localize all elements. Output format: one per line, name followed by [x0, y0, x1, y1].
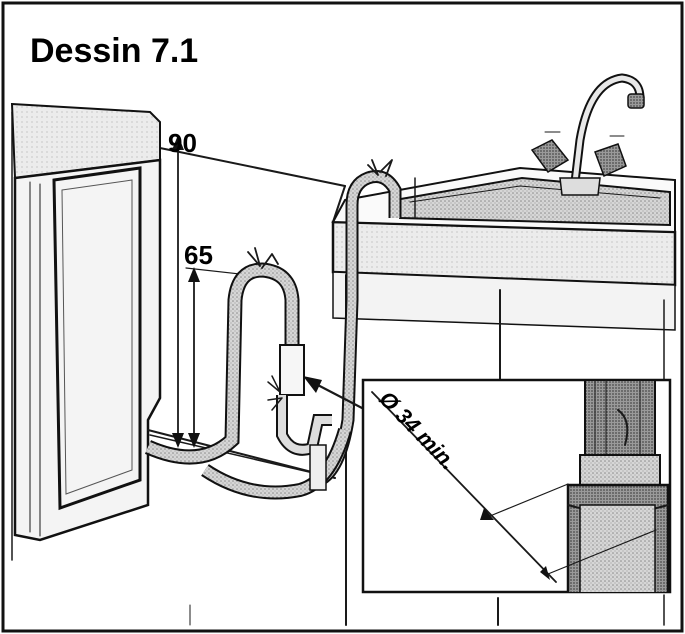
- height-label-90: 90: [168, 128, 197, 158]
- faucet: [530, 73, 645, 196]
- height-label-65: 65: [184, 240, 213, 270]
- sink-cabinet: [331, 185, 677, 626]
- detail-inset: Ø 34 min.: [361, 378, 672, 594]
- drain-trap: [267, 344, 332, 491]
- height-dimension-90: [172, 135, 184, 448]
- figure-title: Dessin 7.1: [30, 32, 198, 70]
- detail-pointer-arrow: [303, 376, 364, 410]
- drain-hose-machine: [144, 247, 352, 500]
- height-dimension-65: [185, 267, 259, 448]
- washing-machine: [10, 102, 336, 542]
